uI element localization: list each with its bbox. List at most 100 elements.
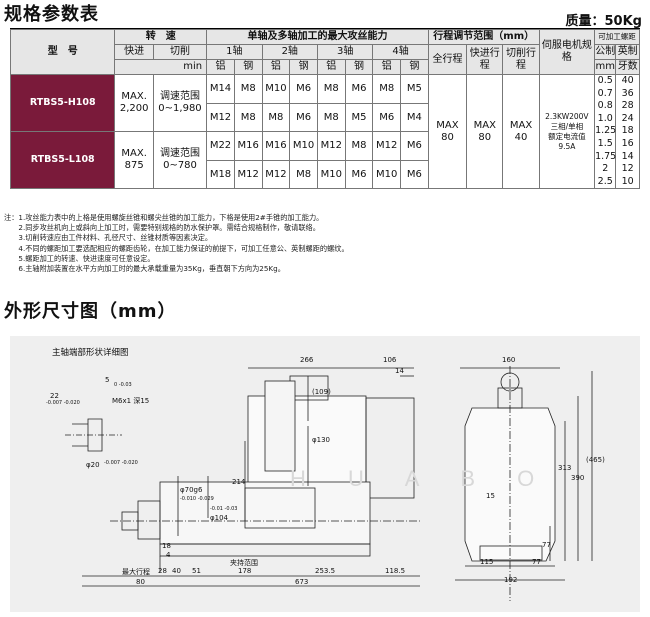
tap-cell: M8 bbox=[316, 103, 346, 132]
dim-115: 115 bbox=[480, 558, 494, 566]
pitch-mm-value: 1.5 bbox=[597, 137, 613, 149]
stroke-header: 行程调节范围（mm） bbox=[427, 29, 540, 45]
tap-cell: M8 bbox=[233, 103, 263, 132]
weight-label: 质量：50Kg bbox=[565, 14, 642, 29]
dim-key5-tol: 0 -0.03 bbox=[114, 382, 132, 388]
dim-104-tol: -0.01 -0.03 bbox=[210, 506, 238, 512]
pitch-tpi-value: 40 bbox=[621, 75, 634, 86]
rear-housing bbox=[365, 397, 415, 499]
tap-cell: M8 bbox=[233, 74, 263, 104]
pitch-tpi-value: 14 bbox=[621, 150, 634, 162]
pitch-mm-value: 1.25 bbox=[595, 125, 617, 137]
tap-cell: M8 bbox=[344, 130, 374, 162]
watermark: H U A B O bbox=[290, 466, 552, 491]
dim-20-tol: -0.007 -0.020 bbox=[104, 460, 138, 466]
dim-80: 80 bbox=[136, 578, 145, 586]
pitch-mm-value: 0.7 bbox=[597, 87, 613, 99]
cut-speed-value: 调速范围 0~780 bbox=[152, 130, 208, 190]
dim-1185: 118.5 bbox=[385, 567, 406, 575]
dim-m6: M6x1 深15 bbox=[112, 397, 150, 405]
front-base bbox=[479, 545, 543, 561]
tap-cell: M8 bbox=[316, 74, 346, 104]
full-stroke-value: MAX 80 bbox=[427, 73, 468, 190]
dim-18: 18 bbox=[162, 542, 171, 550]
material-cell: 钢 bbox=[400, 59, 429, 75]
pitch-mm-value: 1.75 bbox=[595, 150, 617, 162]
dim-2535: 253.5 bbox=[315, 567, 336, 575]
pitch-mm-value: 0.5 bbox=[597, 75, 613, 86]
note-line: 4.不同的螺距加工要选配相应的螺距齿轮，在加工能力保证的前提下，可加工任意公、英… bbox=[4, 243, 349, 253]
dim-22: 22 bbox=[50, 392, 59, 400]
tap-cell: M10 bbox=[261, 74, 291, 104]
full-stroke-header: 全行程 bbox=[427, 44, 468, 75]
model-name: RTBS5-L108 bbox=[9, 130, 116, 190]
tap-cell: M12 bbox=[372, 130, 402, 162]
tap-cell: M8 bbox=[261, 103, 291, 132]
dim-key5: 5 bbox=[105, 376, 110, 384]
speed-unit: min bbox=[114, 59, 208, 75]
dim-465: (465) bbox=[586, 456, 605, 464]
pitch-tpi-value: 10 bbox=[621, 175, 634, 187]
dim-77-vertical: 77 bbox=[542, 541, 551, 549]
dim-4: 4 bbox=[166, 551, 171, 559]
dim-70-tol: -0.010 -0.029 bbox=[180, 496, 214, 502]
fast-stroke-value: MAX 80 bbox=[466, 73, 504, 190]
tap-cell: M6 bbox=[289, 74, 318, 104]
note-line: 3.切削转速应由工件材料、孔径尺寸、丝锥材质等因素决定。 bbox=[4, 233, 213, 243]
tap-cell: M6 bbox=[344, 160, 374, 190]
tap-cell: M18 bbox=[206, 160, 235, 190]
axis-2-header: 2轴 bbox=[261, 44, 318, 60]
material-cell: 铝 bbox=[261, 59, 291, 75]
dim-15: 15 bbox=[486, 492, 495, 500]
tap-cell: M12 bbox=[261, 160, 291, 190]
tap-cell: M12 bbox=[316, 130, 346, 162]
cut-header: 切削 bbox=[152, 44, 208, 60]
material-cell: 钢 bbox=[289, 59, 318, 75]
dim-313: 313 bbox=[558, 464, 572, 472]
speed-header: 转 速 bbox=[114, 29, 208, 45]
tap-cell: M12 bbox=[233, 160, 263, 190]
drawing-svg: H U A B O bbox=[65, 366, 593, 601]
dim-178: 178 bbox=[238, 567, 252, 575]
pitch-tpi-value: 28 bbox=[621, 100, 634, 112]
drawing-title: 外形尺寸图（mm） bbox=[4, 301, 177, 322]
dim-22-tol: -0.007 -0.020 bbox=[46, 400, 80, 406]
material-cell: 钢 bbox=[344, 59, 374, 75]
tap-cell: M14 bbox=[206, 74, 235, 104]
dim-20: φ20 bbox=[86, 461, 100, 469]
pitch-mm-value: 1.0 bbox=[597, 112, 613, 124]
dim-390: 390 bbox=[571, 474, 585, 482]
dim-106: 106 bbox=[383, 356, 397, 364]
notes-block: 注：1.攻丝能力表中的上格是使用螺旋丝锥和螺尖丝锥的加工能力，下格是使用2#手锥… bbox=[4, 213, 349, 274]
note-line: 6.主轴附加装置在水平方向加工时的最大承载重量为35Kg，垂直朝下方向为25Kg… bbox=[4, 264, 285, 274]
cut-stroke-value: MAX 40 bbox=[502, 73, 540, 190]
fast-stroke-header: 快进行程 bbox=[466, 44, 504, 75]
fast-speed-value: MAX. 2,200 bbox=[114, 74, 154, 132]
tap-cell: M10 bbox=[316, 160, 346, 190]
pitch-mm-value: 0.8 bbox=[597, 100, 613, 112]
fast-speed-value: MAX. 875 bbox=[114, 130, 154, 190]
tap-cell: M16 bbox=[233, 130, 263, 162]
tap-cell: M6 bbox=[400, 160, 429, 190]
axis-3-header: 3轴 bbox=[316, 44, 374, 60]
tap-cell: M10 bbox=[289, 130, 318, 162]
axis-4-header: 4轴 bbox=[372, 44, 429, 60]
front-flange bbox=[137, 500, 161, 540]
dim-77-horizontal: 77 bbox=[532, 558, 541, 566]
mm-unit: mm bbox=[594, 59, 617, 75]
cut-stroke-header: 切削行程 bbox=[502, 44, 540, 75]
fast-in-header: 快进 bbox=[114, 44, 154, 60]
material-cell: 铝 bbox=[206, 59, 235, 75]
pitch-tpi-value: 24 bbox=[621, 112, 634, 124]
dim-40: 40 bbox=[172, 567, 181, 575]
motor-body bbox=[264, 380, 296, 472]
tpi-unit: 牙数 bbox=[615, 59, 640, 75]
max-stroke-label: 最大行程 bbox=[122, 568, 150, 576]
dim-673: 673 bbox=[295, 578, 309, 586]
dim-70: φ70g6 bbox=[180, 486, 203, 494]
pitch-tpi-value: 16 bbox=[621, 137, 634, 149]
tap-cell: M5 bbox=[344, 103, 374, 132]
note-line: 注：1.攻丝能力表中的上格是使用螺旋丝锥和螺尖丝锥的加工能力，下格是使用2#手锥… bbox=[4, 213, 324, 222]
tap-cell: M5 bbox=[400, 74, 429, 104]
